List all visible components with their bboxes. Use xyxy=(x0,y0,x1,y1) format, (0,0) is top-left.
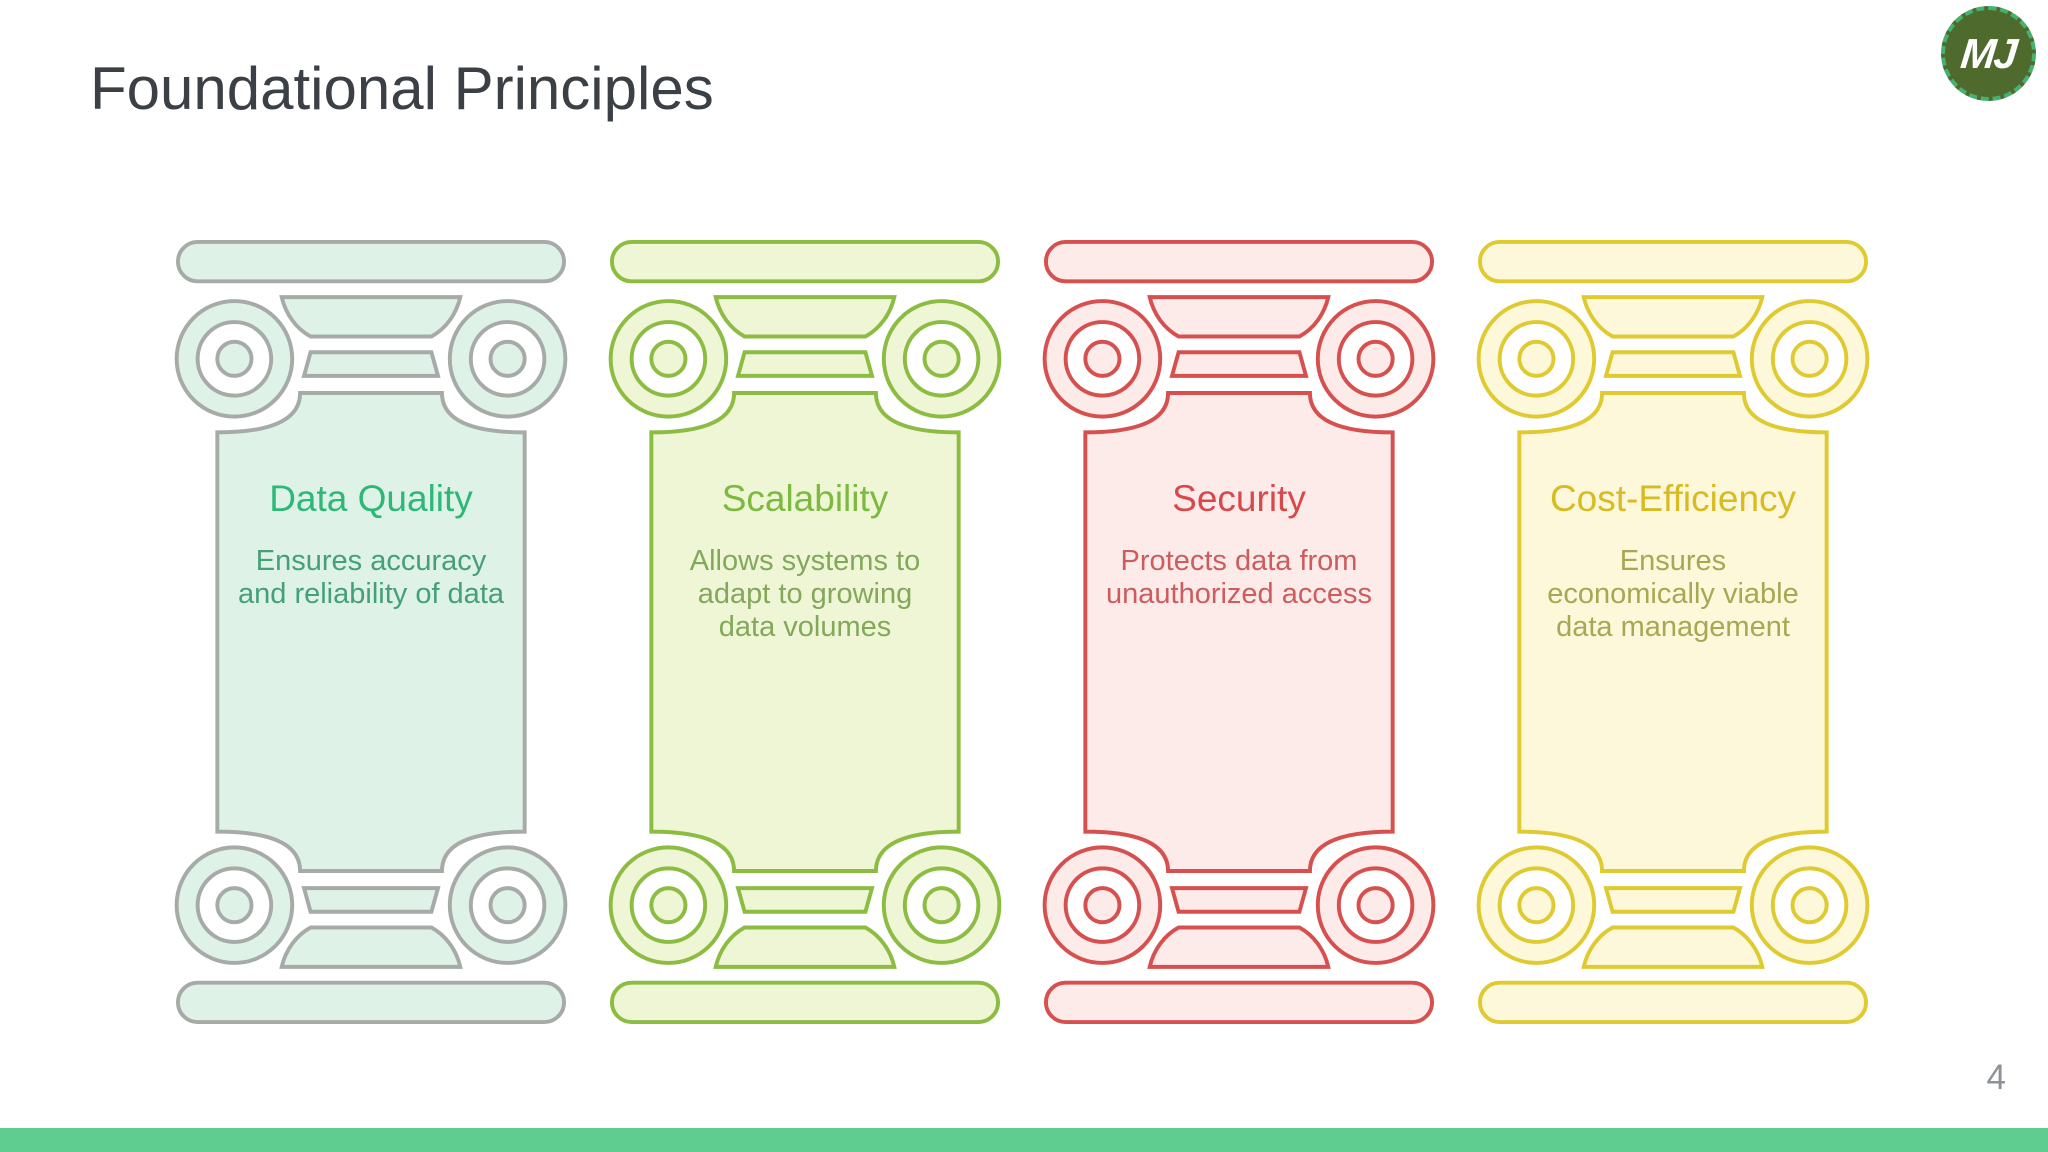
column-bar-top xyxy=(301,350,441,378)
column-bar-top xyxy=(735,350,875,378)
column-volute xyxy=(443,840,568,970)
column-abacus xyxy=(609,239,1001,284)
mj-logo-text: MJ xyxy=(1958,29,2019,77)
pillar-data-quality: Data Quality Ensures accuracy and reliab… xyxy=(174,238,568,1026)
column-abacus xyxy=(175,239,567,284)
column-icon xyxy=(174,239,568,1025)
column-bar-bottom xyxy=(735,886,875,914)
column-shaft xyxy=(1083,391,1395,873)
column-plinth xyxy=(1477,980,1869,1025)
pillar-title: Scalability xyxy=(721,478,889,519)
column-volute xyxy=(443,294,568,424)
pillar-text-block: Scalability Allows systems to adapt to g… xyxy=(630,478,980,644)
column-abacus xyxy=(1043,239,1435,284)
column-bar-bottom xyxy=(301,886,441,914)
pillar-text-block: Data Quality Ensures accuracy and reliab… xyxy=(196,478,546,611)
pillar-title: Data Quality xyxy=(269,478,473,519)
pillar-security: Security Protects data from unauthorized… xyxy=(1042,238,1436,1026)
pillar-description: Allows systems to adapt to growing data … xyxy=(689,544,921,643)
column-plinth xyxy=(609,980,1001,1025)
page-number: 4 xyxy=(1986,1058,2006,1097)
column-volute xyxy=(174,840,299,970)
column-abacus xyxy=(1477,239,1869,284)
column-icon xyxy=(1476,239,1870,1025)
pillar-text-block: Security Protects data from unauthorized… xyxy=(1064,478,1414,611)
pillar-title: Security xyxy=(1172,478,1306,519)
column-echinus-top xyxy=(279,295,463,339)
column-volute xyxy=(608,840,733,970)
column-echinus-top xyxy=(1147,295,1331,339)
column-icon xyxy=(608,239,1002,1025)
column-plinth xyxy=(1043,980,1435,1025)
column-plinth xyxy=(175,980,567,1025)
pillar-cost-efficiency: Cost-Efficiency Ensures economically via… xyxy=(1476,238,1870,1026)
column-shaft xyxy=(1517,391,1829,873)
pillar-scalability: Scalability Allows systems to adapt to g… xyxy=(608,238,1002,1026)
column-volute xyxy=(1311,294,1436,424)
column-volute xyxy=(1042,294,1167,424)
column-echinus-top xyxy=(1581,295,1765,339)
column-echinus-bottom xyxy=(713,925,897,969)
column-volute xyxy=(877,294,1002,424)
column-bar-top xyxy=(1603,350,1743,378)
column-echinus-top xyxy=(713,295,897,339)
column-bar-bottom xyxy=(1169,886,1309,914)
column-volute xyxy=(1042,840,1167,970)
column-volute xyxy=(1476,294,1601,424)
column-volute xyxy=(1745,840,1870,970)
column-volute xyxy=(1745,294,1870,424)
column-volute xyxy=(1311,840,1436,970)
column-shaft xyxy=(649,391,961,873)
pillar-description: Protects data from unauthorized access xyxy=(1106,544,1372,610)
footer-accent-bar xyxy=(0,1128,2048,1152)
column-bar-bottom xyxy=(1603,886,1743,914)
column-volute xyxy=(877,840,1002,970)
column-echinus-bottom xyxy=(279,925,463,969)
column-echinus-bottom xyxy=(1147,925,1331,969)
column-volute xyxy=(608,294,733,424)
pillar-text-block: Cost-Efficiency Ensures economically via… xyxy=(1498,478,1848,644)
column-bar-top xyxy=(1169,350,1309,378)
column-volute xyxy=(174,294,299,424)
pillar-description: Ensures accuracy and reliability of data xyxy=(238,544,504,610)
column-echinus-bottom xyxy=(1581,925,1765,969)
column-volute xyxy=(1476,840,1601,970)
column-shaft xyxy=(215,391,527,873)
column-icon xyxy=(1042,239,1436,1025)
page-title: Foundational Principles xyxy=(90,55,714,122)
pillar-title: Cost-Efficiency xyxy=(1549,478,1797,519)
mj-logo: MJ xyxy=(1941,6,2036,101)
pillar-description: Ensures economically viable data managem… xyxy=(1547,544,1799,643)
